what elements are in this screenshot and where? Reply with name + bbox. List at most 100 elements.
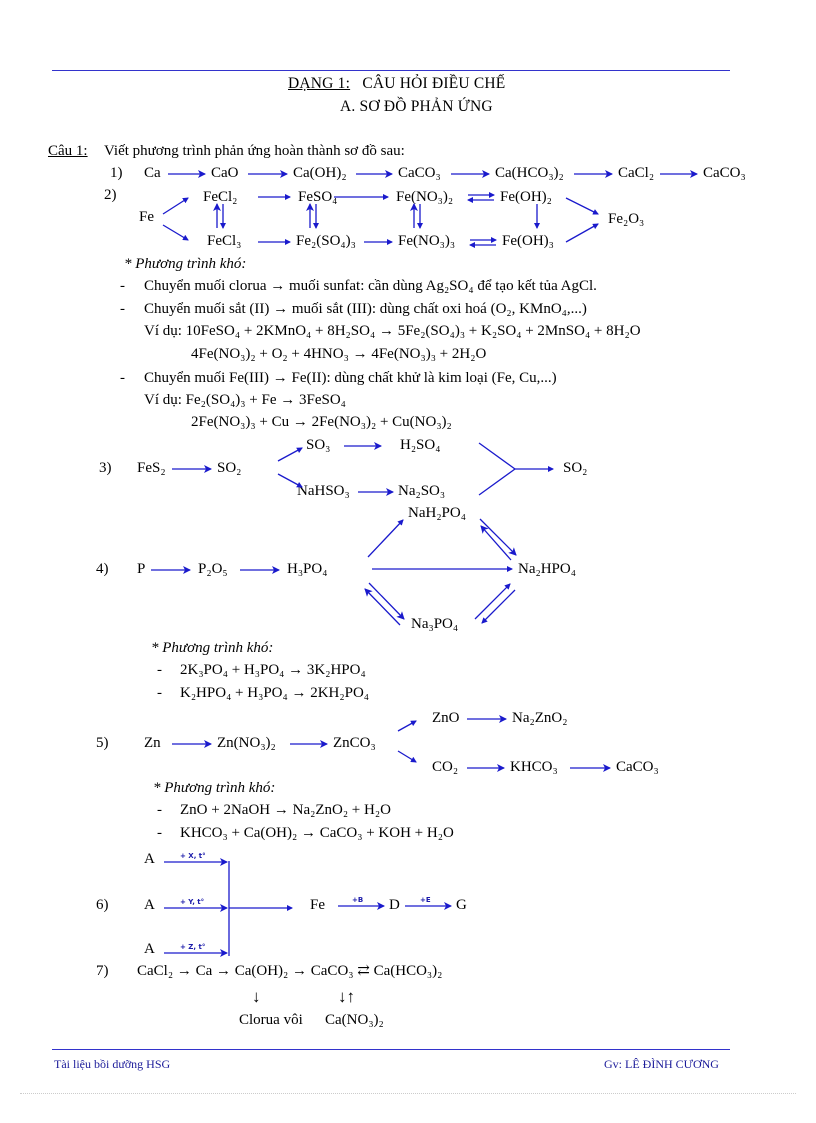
scheme5-node: CO₂ <box>432 759 459 775</box>
question-prompt: Viết phương trình phản ứng hoàn thành sơ… <box>104 143 405 159</box>
scheme2-note: Chuyển muối Fe(III) → Fe(II): dùng chất … <box>144 370 557 386</box>
scheme3-node: Na₂SO₃ <box>398 483 446 499</box>
scheme1-node: CaO <box>211 165 239 181</box>
scheme4-node: Na₂HPO₄ <box>518 561 576 577</box>
arrow-icon <box>367 519 404 558</box>
scheme2-note: 4Fe(NO₃)₂ + O₂ + 4HNO₃ → 4Fe(NO₃)₃ + 2H₂… <box>191 346 487 362</box>
scheme1-node: Ca(OH)₂ <box>293 165 347 181</box>
bullet-dash: - <box>157 802 162 818</box>
arrow-icon <box>162 197 189 215</box>
scheme6-node-d: D <box>389 897 400 913</box>
arrow-icon <box>368 582 405 620</box>
scheme4-node: P₂O₅ <box>198 561 228 577</box>
section-subtitle: A. SƠ ĐỒ PHẢN ỨNG <box>340 98 493 115</box>
scheme2-top-node: FeCl₂ <box>203 189 238 205</box>
bullet-dash: - <box>157 825 162 841</box>
footer-rule <box>52 1049 730 1050</box>
scheme1-node: CaCl₂ <box>618 165 655 181</box>
scheme7-line: CaCl₂ → Ca → Ca(OH)₂ → CaCO₃ ⇄ Ca(HCO₃)₂ <box>137 963 443 979</box>
scheme2-start: Fe <box>139 209 154 225</box>
arrow-icon <box>481 589 516 624</box>
scheme2-bottom-node: Fe(OH)₃ <box>502 233 554 249</box>
scheme5-hard-title: * Phương trình khó: <box>153 780 276 796</box>
scheme4-node: H₃PO₄ <box>287 561 328 577</box>
scheme4-node: NaH₂PO₄ <box>408 505 466 521</box>
scheme2-note: 2Fe(NO₃)₃ + Cu → 2Fe(NO₃)₂ + Cu(NO₃)₂ <box>191 414 452 430</box>
title-rest: CÂU HỎI ĐIỀU CHẾ <box>362 75 506 92</box>
footer-right: Gv: LÊ ĐÌNH CƯƠNG <box>604 1057 719 1071</box>
arrow-icon <box>565 223 599 243</box>
reagent-label: + Z, t° <box>180 943 205 951</box>
scheme6-number: 6) <box>96 897 109 913</box>
arrow-icon <box>565 197 599 215</box>
arrow-icon <box>474 583 511 620</box>
scheme2-bottom-node: FeCl₃ <box>207 233 242 249</box>
bullet-dash: - <box>120 370 125 386</box>
scheme7-below-right: Ca(NO₃)₂ <box>325 1012 384 1028</box>
scheme1-node: Ca(HCO₃)₂ <box>495 165 564 181</box>
scheme6-reactant: A <box>144 897 155 913</box>
page-boundary <box>20 1093 796 1094</box>
question-label: Câu 1: <box>48 143 88 159</box>
scheme5-note: ZnO + 2NaOH → Na₂ZnO₂ + H₂O <box>180 802 391 818</box>
scheme3-node: NaHSO₃ <box>297 483 350 499</box>
scheme6-node-g: G <box>456 897 467 913</box>
scheme5-number: 5) <box>96 735 109 751</box>
scheme4-node: P <box>137 561 146 577</box>
scheme1-node: Ca <box>144 165 161 181</box>
scheme2-top-node: Fe(OH)₂ <box>500 189 552 205</box>
scheme6-node-fe: Fe <box>310 897 325 913</box>
scheme1-number: 1) <box>110 165 123 181</box>
scheme2-top-node: Fe(NO₃)₂ <box>396 189 454 205</box>
scheme3-node: FeS₂ <box>137 460 166 476</box>
arrow-icon <box>397 720 417 732</box>
scheme4-node: Na₃PO₄ <box>411 616 459 632</box>
scheme3-number: 3) <box>99 460 112 476</box>
page-title: DẠNG 1: CÂU HỎI ĐIỀU CHẾ <box>288 76 505 92</box>
scheme4-number: 4) <box>96 561 109 577</box>
scheme5-node: ZnCO₃ <box>333 735 376 751</box>
scheme2-hard-title: * Phương trình khó: <box>124 256 247 272</box>
bullet-dash: - <box>157 662 162 678</box>
scheme7-number: 7) <box>96 963 109 979</box>
scheme2-top-node: FeSO₄ <box>298 189 338 205</box>
header-rule <box>52 70 730 71</box>
scheme2-note: Ví dụ: Fe₂(SO₄)₃ + Fe → 3FeSO₄ <box>144 392 346 408</box>
scheme1-node: CaCO₃ <box>703 165 746 181</box>
scheme3-node: SO₂ <box>563 460 588 476</box>
arrow-icon <box>364 588 401 626</box>
scheme2-note: Chuyển muối sắt (II) → muối sắt (III): d… <box>144 301 587 317</box>
scheme1-node: CaCO₃ <box>398 165 441 181</box>
arrow-icon <box>397 750 417 763</box>
title-prefix: DẠNG 1: <box>288 75 351 92</box>
scheme2-end: Fe₂O₃ <box>608 211 645 227</box>
arrow-icon <box>480 525 512 561</box>
scheme2-note: Chuyển muối clorua → muối sunfat: cần dù… <box>144 278 597 294</box>
scheme6-reactant: A <box>144 941 155 957</box>
reagent-label: +B <box>352 896 363 904</box>
scheme7-below-left: Clorua vôi <box>239 1012 303 1028</box>
arrow-icon <box>162 224 189 241</box>
reagent-label: +E <box>420 896 431 904</box>
scheme4-note: 2K₃PO₄ + H₃PO₄ → 3K₂HPO₄ <box>180 662 366 678</box>
scheme5-node: Zn(NO₃)₂ <box>217 735 276 751</box>
scheme5-note: KHCO₃ + Ca(OH)₂ → CaCO₃ + KOH + H₂O <box>180 825 454 841</box>
footer-left: Tài liệu bồi dưỡng HSG <box>54 1057 171 1071</box>
scheme4-hard-title: * Phương trình khó: <box>151 640 274 656</box>
arrow-icon <box>277 473 303 488</box>
scheme5-node: KHCO₃ <box>510 759 558 775</box>
scheme2-number: 2) <box>104 187 117 203</box>
scheme5-node: Zn <box>144 735 161 751</box>
scheme5-node: CaCO₃ <box>616 759 659 775</box>
reagent-label: + X, t° <box>180 852 206 860</box>
scheme2-bottom-node: Fe(NO₃)₃ <box>398 233 456 249</box>
scheme3-node: SO₂ <box>217 460 242 476</box>
reagent-label: + Y, t° <box>180 898 204 906</box>
scheme7-arrow-updown: ↓↑ <box>338 987 355 1006</box>
scheme5-node: Na₂ZnO₂ <box>512 710 568 726</box>
arrow-icon <box>479 518 517 556</box>
scheme2-bottom-node: Fe₂(SO₄)₃ <box>296 233 356 249</box>
bullet-dash: - <box>157 685 162 701</box>
scheme5-node: ZnO <box>432 710 460 726</box>
